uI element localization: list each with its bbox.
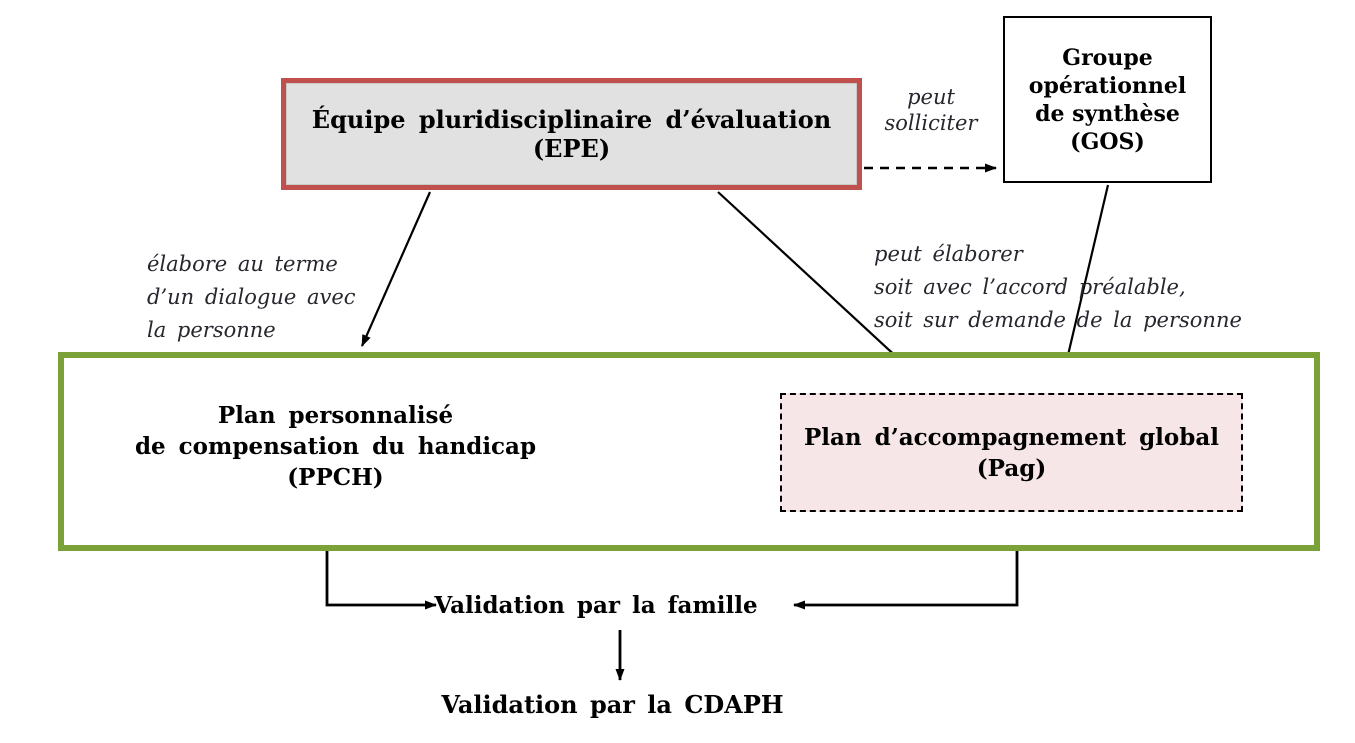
pag-label-line1: Plan d’accompagnement global [804,423,1219,451]
label-peut-elaborer-line3: soit sur demande de la personne [874,308,1242,332]
label-peut-solliciter-line1: peut [907,85,955,109]
label-elabore: élabore au terme d’un dialogue avec la p… [147,248,356,347]
label-peut-solliciter: peut solliciter [855,84,1007,136]
label-elabore-line2: d’un dialogue avec [147,285,356,309]
pag-box: Plan d’accompagnement global (Pag) [780,393,1243,512]
arrow-epe-ppch [360,191,432,347]
label-peut-solliciter-line2: solliciter [884,111,978,135]
epe-box: Équipe pluridisciplinaire d’évaluation (… [281,78,862,190]
gos-label-line3: de synthèse [1035,100,1180,127]
gos-box: Groupe opérationnel de synthèse (GOS) [1003,16,1212,183]
label-peut-elaborer-line2: soit avec l’accord préalable, [874,275,1186,299]
epe-label-line1: Équipe pluridisciplinaire d’évaluation [311,105,832,134]
ppch-label: Plan personnalisé de compensation du han… [108,400,563,493]
ppch-label-line2: de compensation du handicap [134,433,537,460]
validation-cdaph-text: Validation par la CDAPH [441,690,784,719]
epe-label-line2: (EPE) [532,134,611,163]
gos-label-line4: (GOS) [1070,128,1145,155]
label-peut-elaborer-line1: peut élaborer [874,242,1023,266]
label-elabore-line3: la personne [147,318,276,342]
gos-label-line2: opérationnel [1028,72,1187,99]
gos-label-line1: Groupe [1062,44,1153,71]
label-peut-elaborer: peut élaborer soit avec l’accord préalab… [874,238,1242,337]
ppch-label-line1: Plan personnalisé [217,402,454,429]
pag-label-line2: (Pag) [976,454,1047,482]
label-elabore-line1: élabore au terme [147,252,338,276]
arrow-pag-validation [793,551,1019,610]
ppch-label-line3: (PPCH) [287,464,384,491]
validation-famille-text: Validation par la famille [434,592,758,619]
